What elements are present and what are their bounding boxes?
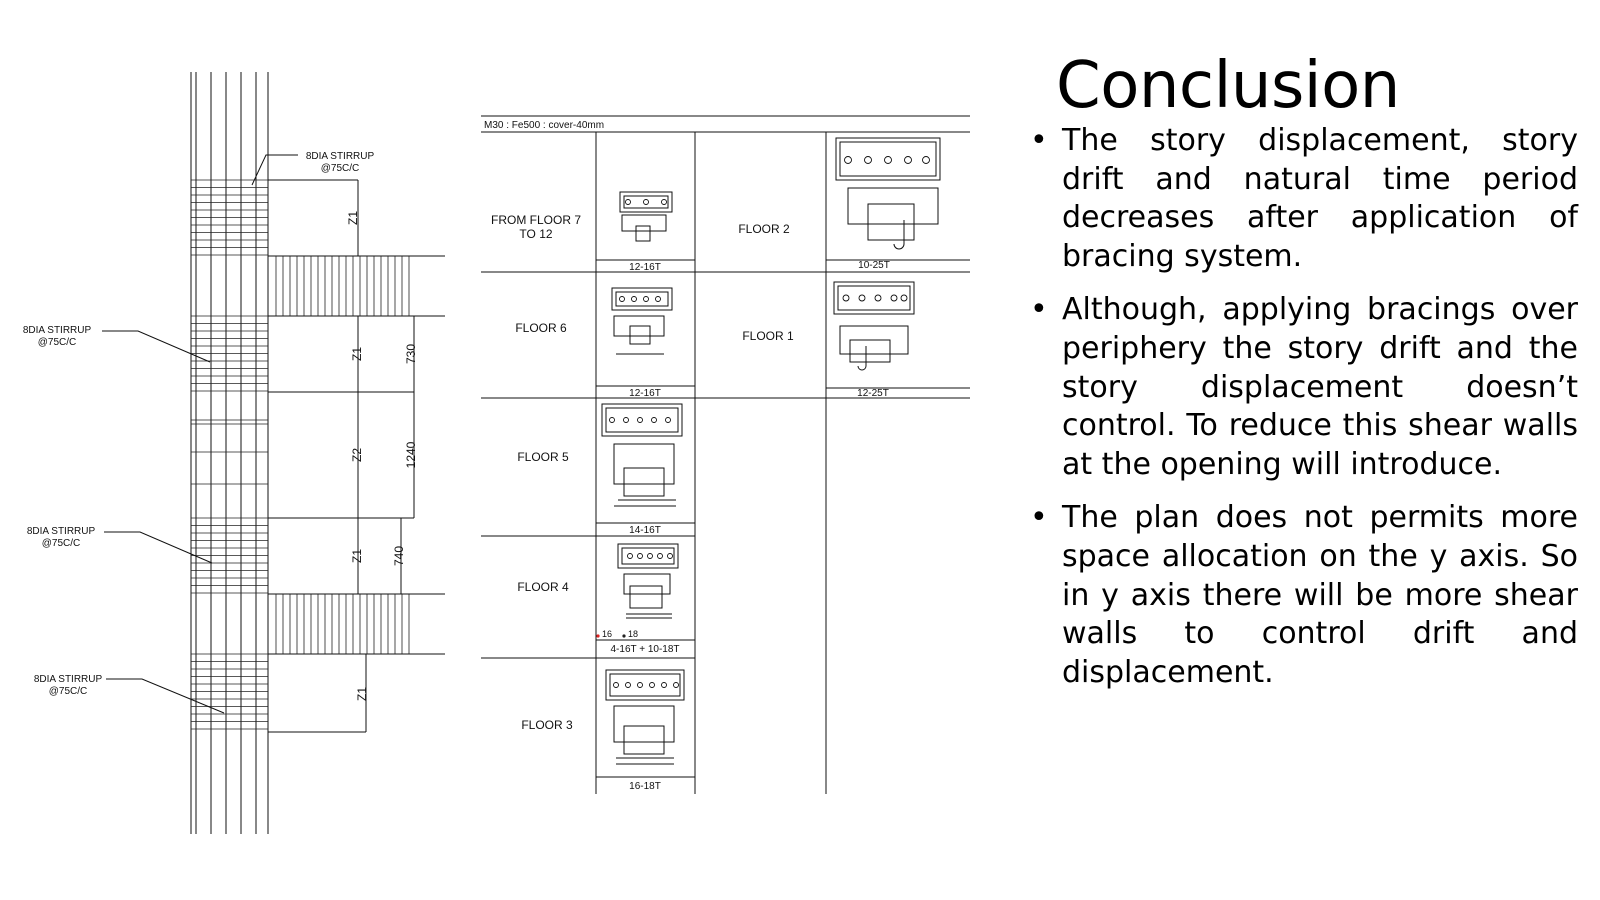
reinforcement-drawing: Z1 Z1 Z2 Z1 Z1 730 1240 740 8DIA STIRRUP…: [23, 72, 970, 834]
bar-legend: 18: [628, 629, 638, 639]
bar-spec: 4-16T + 10-18T: [610, 644, 679, 655]
stirrup-callout: @75C/C: [42, 538, 81, 549]
bar-spec: 14-16T: [629, 525, 661, 536]
section-floor-5: [601, 403, 683, 507]
section-floor-6: [611, 287, 673, 355]
floor-label: TO 12: [519, 227, 552, 241]
bar-spec: 12-16T: [629, 388, 661, 399]
bar-legend: 16: [602, 629, 612, 639]
bullet-marker: •: [1030, 123, 1048, 158]
section-floor-1: [833, 281, 915, 371]
stirrup-callout: 8DIA STIRRUP: [306, 151, 375, 162]
bar-spec: 10-25T: [858, 260, 890, 271]
column-schedule-table: M30 : Fe500 : cover-40mm FROM FLOOR 7 TO…: [481, 115, 970, 794]
slide-title: Conclusion: [1056, 49, 1400, 123]
bullet-marker: •: [1030, 500, 1048, 536]
floor-label: FLOOR 6: [515, 321, 567, 335]
bullet-item: • The story displacement, story drift an…: [1030, 122, 1578, 276]
floor-label: FLOOR 2: [738, 222, 790, 236]
stirrup-callout: @75C/C: [38, 337, 77, 348]
bar-spec: 16-18T: [629, 781, 661, 792]
bullet-item: • Although, applying bracings over perip…: [1030, 291, 1578, 484]
dimension-label: 1240: [404, 441, 418, 468]
section-floor-7-12: [619, 191, 673, 242]
bar-spec: 12-25T: [857, 388, 889, 399]
bullet-marker: •: [1030, 292, 1048, 328]
bullet-text: The story displacement, story drift and …: [1062, 123, 1578, 274]
stirrup-callout: @75C/C: [49, 686, 88, 697]
zone-label: Z1: [355, 687, 369, 701]
bullet-text: Although, applying bracings over periphe…: [1062, 292, 1578, 482]
section-floor-3: [605, 669, 685, 765]
zone-label: Z2: [350, 448, 364, 462]
floor-label: FLOOR 3: [521, 718, 573, 732]
floor-label: FLOOR 5: [517, 450, 569, 464]
section-floor-2: [835, 137, 941, 250]
zone-label: Z1: [346, 211, 360, 225]
stirrup-callout: @75C/C: [321, 163, 360, 174]
column-elevation: Z1 Z1 Z2 Z1 Z1 730 1240 740 8DIA STIRRUP…: [23, 72, 445, 834]
conclusion-bullets: • The story displacement, story drift an…: [1030, 122, 1578, 707]
floor-label: FLOOR 1: [742, 329, 794, 343]
floor-label: FLOOR 4: [517, 580, 569, 594]
bullet-text: The plan does not permits more space all…: [1062, 500, 1578, 690]
dimension-label: 730: [404, 344, 418, 364]
bar-spec: 12-16T: [629, 262, 661, 273]
floor-label: FROM FLOOR 7: [491, 213, 581, 227]
stirrup-callout: 8DIA STIRRUP: [27, 526, 96, 537]
dimension-label: 740: [392, 546, 406, 566]
section-floor-4: [617, 543, 679, 619]
bullet-item: • The plan does not permits more space a…: [1030, 499, 1578, 692]
zone-label: Z1: [350, 347, 364, 361]
zone-label: Z1: [350, 549, 364, 563]
stirrup-callout: 8DIA STIRRUP: [34, 674, 103, 685]
schedule-header: M30 : Fe500 : cover-40mm: [484, 120, 604, 131]
stirrup-callout: 8DIA STIRRUP: [23, 325, 92, 336]
